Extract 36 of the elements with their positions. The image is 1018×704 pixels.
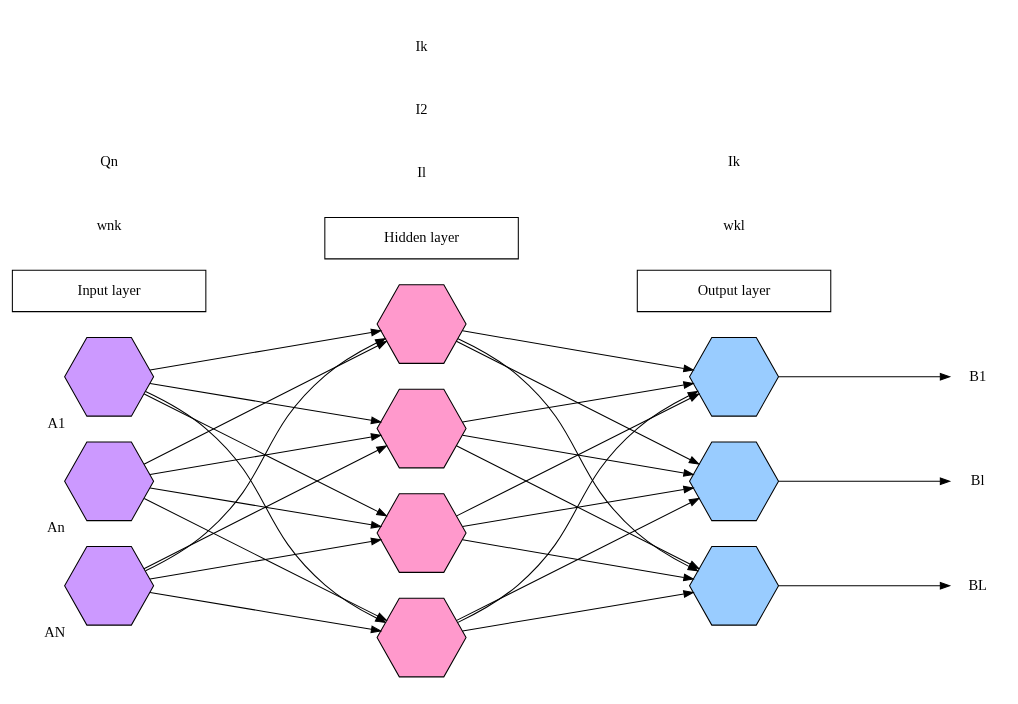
label: Il <box>417 163 426 180</box>
arrow <box>149 432 383 475</box>
node-hexagon <box>64 545 155 626</box>
label: Ik <box>415 37 428 54</box>
label: Qn <box>100 152 118 169</box>
node-hexagon <box>64 441 155 521</box>
arrow <box>149 591 383 633</box>
label: wnk <box>96 216 122 233</box>
arrow <box>462 589 695 631</box>
arrow <box>149 486 383 529</box>
label: Ik <box>728 152 741 169</box>
node-text: BL <box>968 576 987 593</box>
node-text: Bl <box>970 471 985 488</box>
arrow <box>149 328 383 371</box>
arrow <box>462 538 695 581</box>
arrow <box>462 485 695 527</box>
node-box: Input layer <box>11 269 207 312</box>
node-box: Output layer <box>636 269 832 312</box>
node-label: AN <box>44 623 66 640</box>
label: wkl <box>723 216 745 233</box>
node-box: Hidden layer <box>324 216 519 259</box>
arrow <box>778 372 952 381</box>
node-label: An <box>46 518 65 535</box>
arrow <box>462 380 695 422</box>
arrow <box>149 537 383 580</box>
node-hexagon <box>64 336 155 417</box>
arrow <box>143 392 388 517</box>
arrow <box>462 329 695 372</box>
node-text: B1 <box>969 367 987 384</box>
arrow <box>462 434 695 477</box>
arrow <box>778 476 952 485</box>
label: I2 <box>415 100 428 117</box>
arrow <box>149 382 383 424</box>
arrow <box>143 444 388 569</box>
arrow <box>778 581 952 590</box>
node-label: A1 <box>47 414 66 431</box>
